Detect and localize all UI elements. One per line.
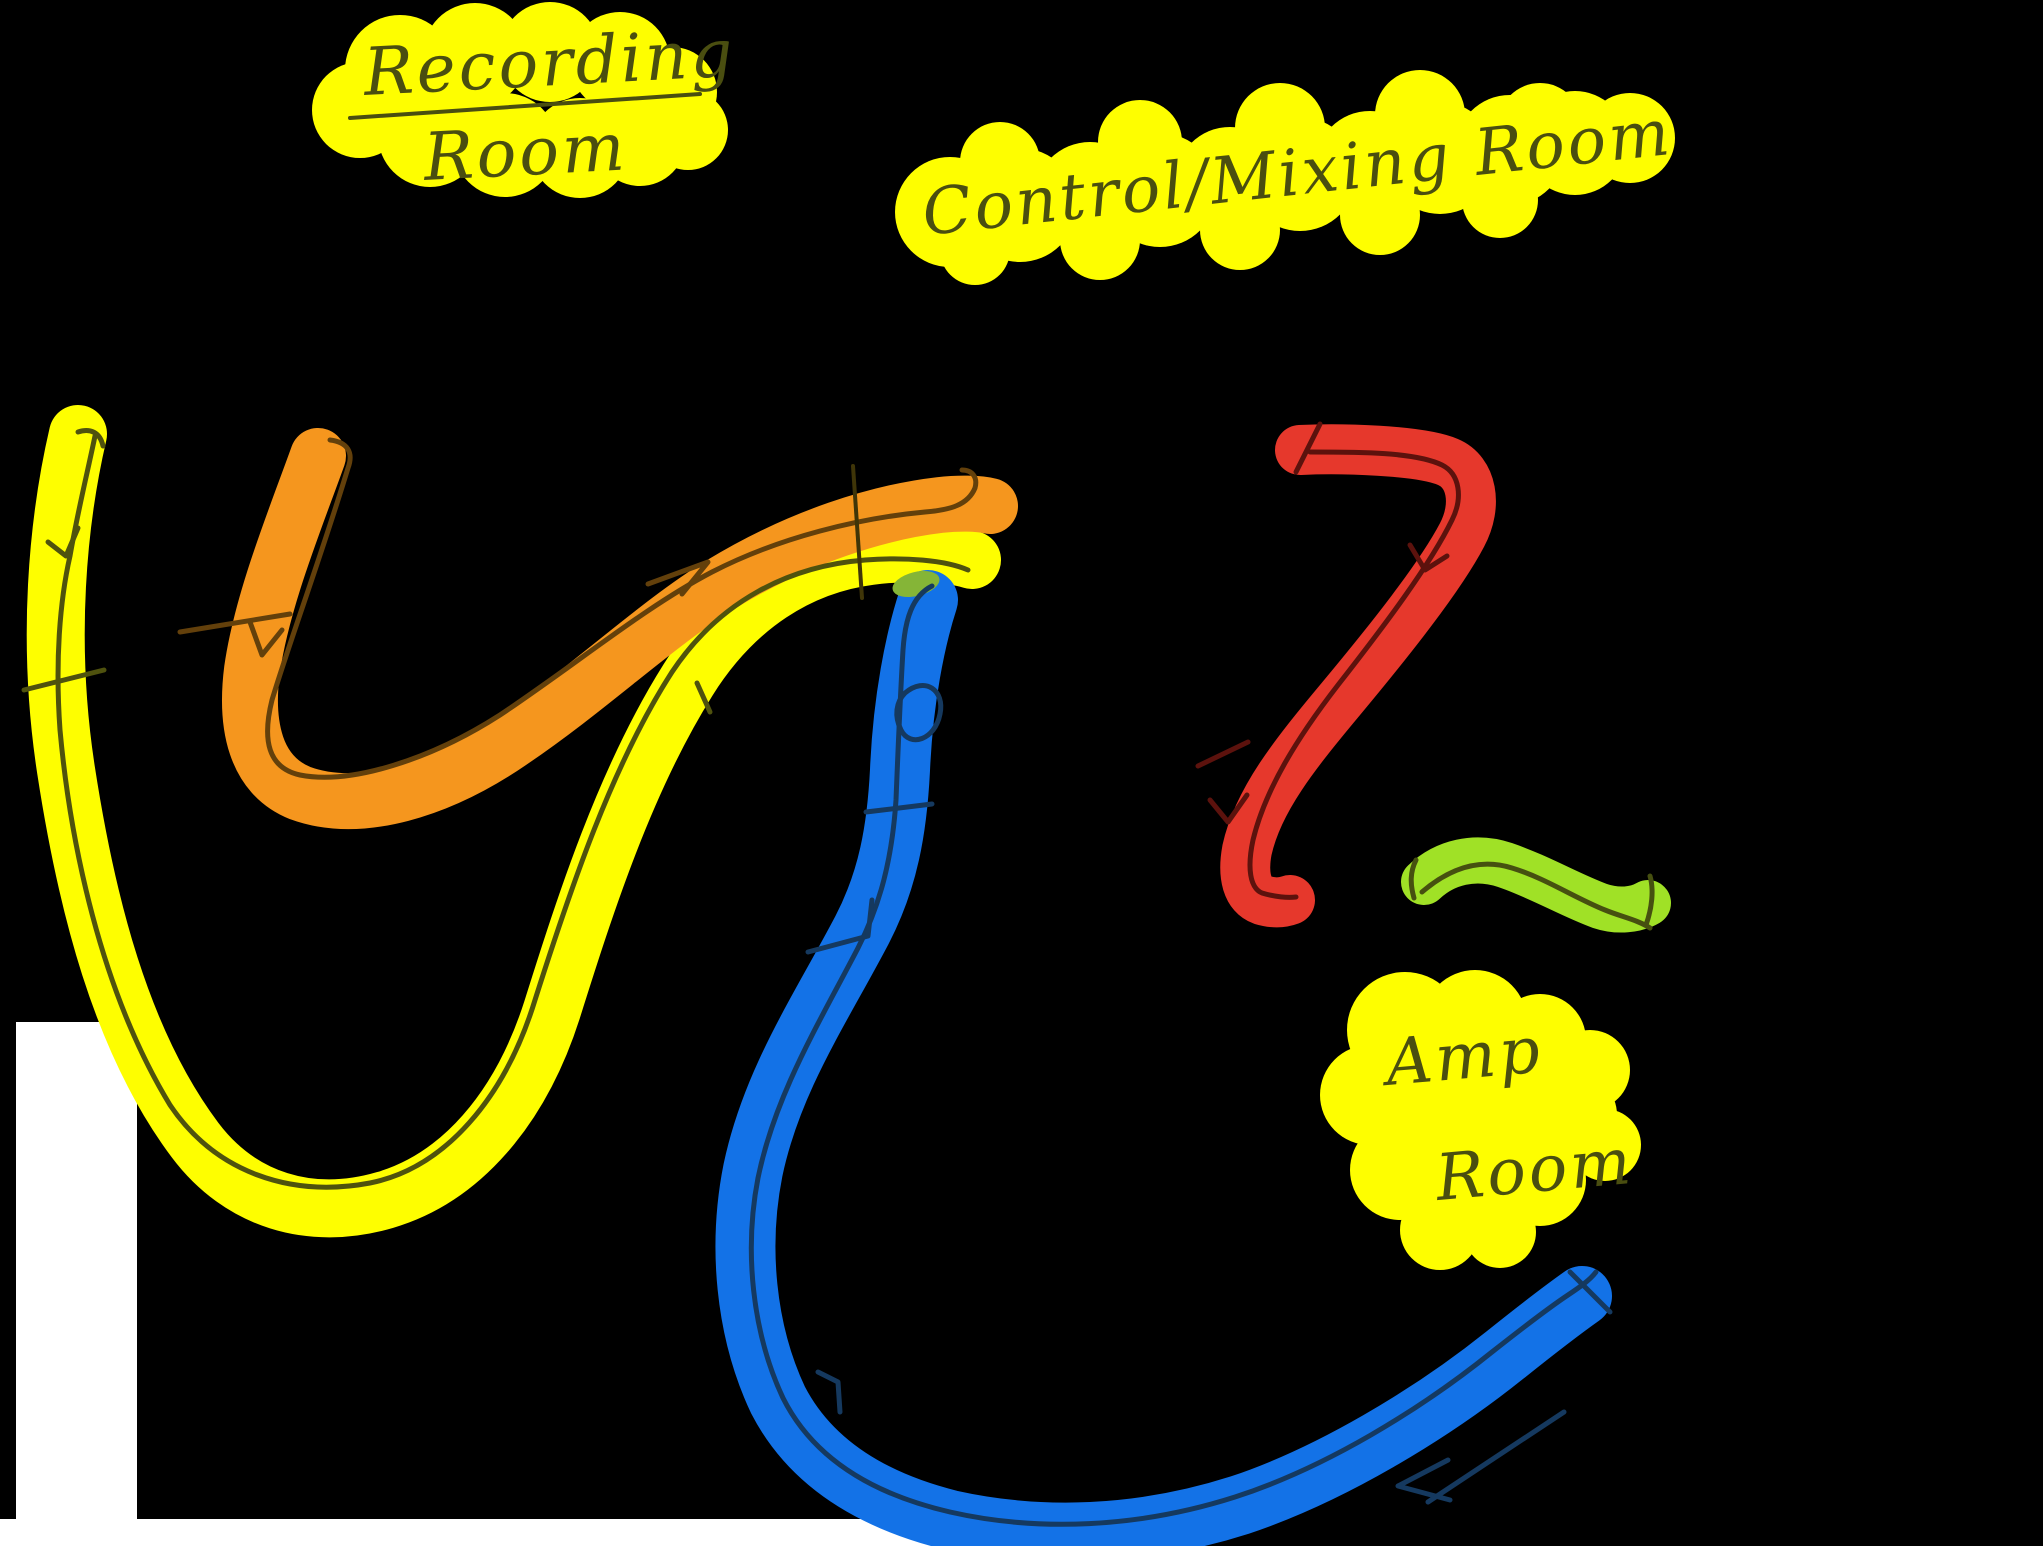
direction-arrowhead — [1407, 542, 1450, 573]
green-ink-centerline — [1419, 861, 1653, 931]
amp-room-highlight — [1320, 970, 1641, 1270]
red-cable-ink — [1195, 421, 1461, 900]
blue-ink-loop — [894, 683, 944, 743]
amp-room-label-line1: Amp — [1378, 1014, 1546, 1102]
crossing-tick — [1195, 739, 1251, 769]
direction-arrowhead — [645, 559, 711, 597]
recording-room-highlight — [312, 2, 728, 198]
blue-cable-ink — [748, 583, 1613, 1527]
direction-arrowhead — [45, 525, 81, 559]
crossing-tick — [1425, 1409, 1567, 1505]
crossing-tick — [851, 464, 864, 600]
control-mixing-room-highlight — [895, 70, 1675, 285]
crossing-tick — [177, 611, 293, 635]
yellow-ink-start-hook — [75, 428, 106, 449]
direction-arrowhead — [1395, 1457, 1453, 1503]
yellow-cable-ink — [21, 428, 971, 1190]
red-cable-stroke — [1220, 424, 1496, 928]
amp-room-label-line2: Room — [1432, 1125, 1637, 1216]
crossing-tick — [694, 680, 713, 715]
unpainted-canvas-region — [0, 1022, 1030, 1546]
blue-ink-centerline — [748, 583, 1599, 1527]
yellow-ink-centerline — [55, 433, 971, 1190]
unpainted-bottom-strip — [0, 1519, 1030, 1546]
crossing-tick — [1293, 421, 1323, 475]
direction-arrowhead — [805, 897, 875, 955]
green-ink-left-cap — [1408, 857, 1419, 901]
stray-pen-line — [348, 92, 702, 120]
direction-arrowhead — [815, 1369, 843, 1415]
green-cable-ink — [1408, 857, 1655, 931]
green-ink-right-cap — [1643, 873, 1655, 928]
recording-room-label-line2: Room — [421, 108, 629, 196]
crossing-tick — [21, 667, 107, 693]
blue-ink-end-cap — [1567, 1269, 1613, 1315]
direction-arrowhead — [1207, 792, 1250, 825]
orange-ink-centerline — [265, 437, 979, 780]
unpainted-left-column — [16, 1022, 137, 1546]
direction-arrowhead — [247, 619, 285, 658]
crossing-tick — [863, 801, 935, 815]
red-ink-centerline — [1247, 449, 1461, 900]
orange-cable-ink — [177, 437, 979, 780]
